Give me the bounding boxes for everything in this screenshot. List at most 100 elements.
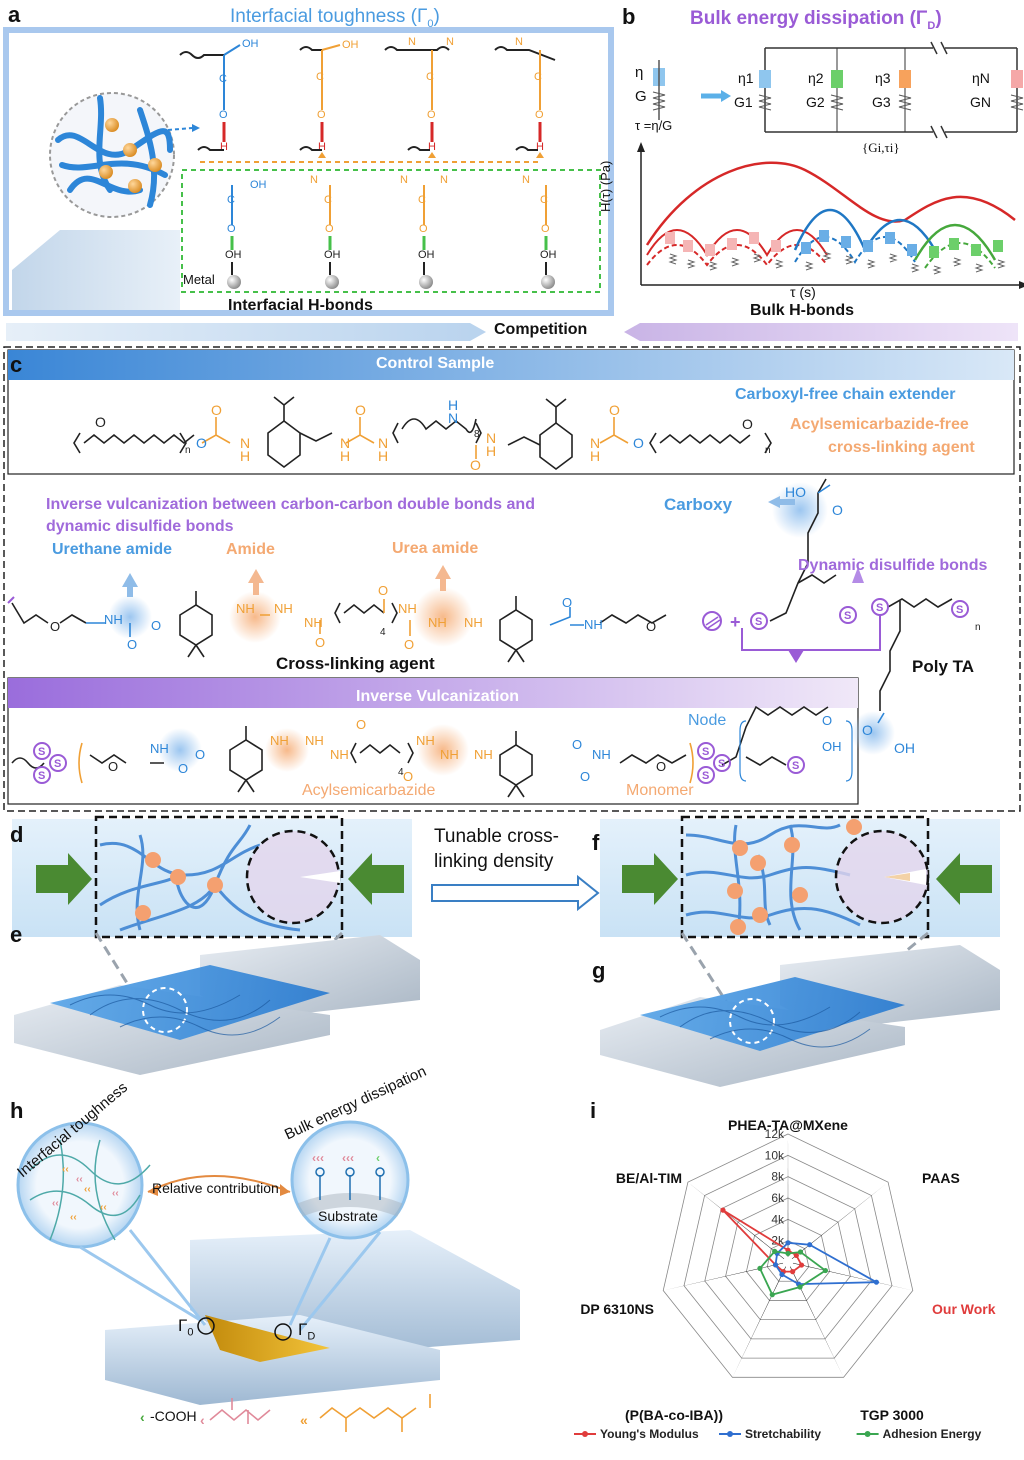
- eta-label: η: [635, 64, 644, 81]
- radar-spoke: [687, 1182, 785, 1260]
- urea-label: Urea amide: [392, 540, 479, 557]
- disulfide-label: Dynamic disulfide bonds: [798, 557, 988, 574]
- panel-c-frame: [3, 346, 1021, 812]
- svg-text:NH: NH: [440, 747, 459, 762]
- svg-text:‹‹‹: ‹‹‹: [342, 1151, 354, 1165]
- svg-text:H: H: [428, 141, 436, 153]
- radar-tick-label: 10k: [765, 1148, 785, 1162]
- svg-text:O: O: [356, 717, 366, 732]
- green-curve: [913, 223, 997, 261]
- svg-text:NH: NH: [270, 733, 289, 748]
- svg-text:‹‹: ‹‹: [112, 1188, 119, 1199]
- svg-text:S: S: [702, 746, 709, 758]
- radar-grid-ring: [704, 1176, 872, 1340]
- svg-text:N: N: [340, 435, 350, 451]
- panel-label-c: c: [10, 352, 23, 377]
- radar-axis-label: DP 6310NS: [580, 1301, 654, 1317]
- gN-label: GN: [970, 94, 991, 110]
- svg-text:O: O: [95, 414, 106, 430]
- panel-label-i: i: [590, 1098, 597, 1123]
- panel-label-a: a: [8, 2, 21, 27]
- radar-spoke: [791, 1182, 889, 1260]
- panel-a-diagram: OH C O H OH C O H N N C O H N C O H: [3, 27, 614, 316]
- svg-text:‹‹: ‹‹: [76, 1174, 83, 1185]
- radar-point: [807, 1242, 813, 1248]
- radar-point: [720, 1207, 726, 1213]
- svg-text:‹‹: ‹‹: [100, 1202, 107, 1213]
- metal-plane: [12, 230, 180, 310]
- radar-spoke: [792, 1262, 913, 1291]
- radar-grid-ring: [766, 1240, 810, 1282]
- svg-text:S: S: [844, 610, 851, 622]
- radar-point: [797, 1284, 803, 1290]
- panel-label-g: g: [592, 958, 606, 983]
- svg-text:N: N: [515, 36, 523, 48]
- svg-text:O: O: [355, 402, 366, 418]
- inverse-text-2: dynamic disulfide bonds: [46, 518, 234, 535]
- legend-label: Young's Modulus: [600, 1427, 699, 1441]
- panel-label-b: b: [622, 4, 636, 29]
- svg-text:O: O: [378, 583, 388, 598]
- eta2-label: η2: [808, 70, 824, 86]
- svg-text:OH: OH: [418, 249, 435, 261]
- svg-text:OH: OH: [250, 179, 267, 191]
- y-axis-label: H(τ) (Pa): [598, 160, 613, 212]
- svg-text:O: O: [609, 402, 620, 418]
- control-sample-title: Control Sample: [376, 355, 495, 372]
- svg-text:OH: OH: [822, 739, 842, 754]
- svg-text:S: S: [38, 770, 45, 782]
- crosslinking-agent: [11, 591, 667, 663]
- svg-text:O: O: [151, 618, 161, 633]
- svg-text:«: «: [300, 1412, 308, 1428]
- interfacial-hbonds-label: Interfacial H-bonds: [228, 297, 373, 314]
- competition-arrows: [6, 323, 1018, 341]
- radar-axis-label: PAAS: [922, 1170, 960, 1186]
- radar-spoke: [663, 1262, 784, 1291]
- svg-text:H: H: [240, 448, 250, 464]
- svg-text:C: C: [534, 71, 542, 83]
- upper-molecules: OH C O H OH C O H N N C O H N C O H: [179, 36, 556, 153]
- set-label: {Gi,τi}: [862, 140, 900, 155]
- radar-point: [779, 1271, 785, 1278]
- svg-text:NH: NH: [592, 747, 611, 762]
- g1-label: G1: [734, 94, 753, 110]
- radar-tick-label: 8k: [771, 1170, 785, 1184]
- svg-text:C: C: [540, 194, 548, 206]
- svg-text:N: N: [400, 174, 408, 186]
- svg-text:O: O: [562, 595, 572, 610]
- svg-text:H: H: [220, 141, 228, 153]
- radar-axis-label: (P(BA-co-IBA)): [625, 1407, 723, 1423]
- substrate-label: Substrate: [318, 1208, 378, 1224]
- svg-text:OH: OH: [894, 740, 915, 756]
- bulk-hbonds-label: Bulk H-bonds: [750, 302, 854, 319]
- svg-text:N: N: [378, 435, 388, 451]
- svg-text:O: O: [656, 759, 666, 774]
- panel-a-frame: [3, 27, 614, 316]
- g3-label: G3: [872, 94, 891, 110]
- svg-text:NH: NH: [330, 747, 349, 762]
- control-atoms: O O O N H N H O N H H N O N H N H O O O: [95, 397, 753, 473]
- svg-text:O: O: [862, 722, 873, 738]
- svg-text:4: 4: [398, 767, 404, 778]
- svg-text:O: O: [832, 502, 843, 518]
- radar-series-line: [758, 1250, 828, 1296]
- svg-text:H: H: [448, 397, 458, 413]
- svg-text:N: N: [522, 174, 530, 186]
- svg-text:+: +: [730, 612, 741, 632]
- radar-point: [785, 1250, 791, 1257]
- svg-text:NH: NH: [464, 615, 483, 630]
- svg-text:OH: OH: [540, 249, 557, 261]
- svg-text:S: S: [718, 758, 725, 770]
- radar-point: [772, 1262, 779, 1268]
- svg-text:S: S: [792, 760, 799, 772]
- g-label: G: [635, 88, 647, 105]
- svg-text:‹: ‹: [376, 1151, 380, 1165]
- svg-text:C: C: [219, 73, 227, 85]
- interfacial-bonds-box: [181, 169, 601, 293]
- svg-text:O: O: [317, 109, 326, 121]
- svg-text:O: O: [580, 769, 590, 784]
- svg-text:NH: NH: [305, 733, 324, 748]
- panel-b-title: Bulk energy dissipation (ΓD): [690, 8, 942, 32]
- svg-text:H: H: [486, 443, 496, 459]
- svg-text:n: n: [975, 622, 981, 633]
